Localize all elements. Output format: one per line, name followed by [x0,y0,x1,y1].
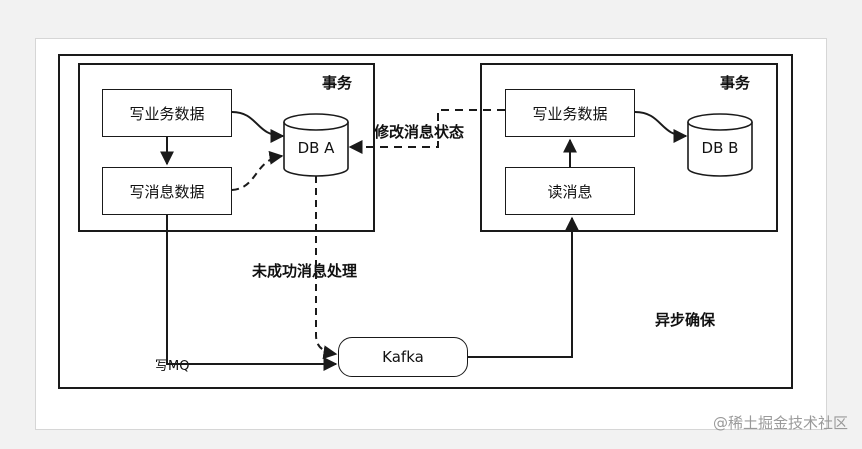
edge-business-to-db-a [231,111,285,143]
db-b-label: DB B [701,139,739,157]
unsuccessful-message-handling-label: 未成功消息处理 [252,262,358,280]
edge-write-mq [166,215,338,371]
edge-message-to-db-a [231,150,284,191]
async-guarantee-label: 异步确保 [655,311,716,329]
db-b-cylinder [687,113,753,177]
transaction-right-title: 事务 [720,74,751,92]
edge-kafka-to-read [468,216,579,358]
transaction-left-title: 事务 [322,74,353,92]
watermark: @稀土掘金技术社区 [712,414,848,432]
modify-message-status-label: 修改消息状态 [374,123,465,141]
write-mq-label: 写MQ [155,359,190,374]
edge-db-a-to-kafka [315,176,338,360]
write-business-data-right-node: 写业务数据 [505,89,635,137]
transaction-right-box [480,63,778,232]
write-message-data-node: 写消息数据 [102,167,232,215]
edge-business-to-db-b [634,111,688,143]
db-a-label: DB A [297,139,335,157]
read-message-node: 读消息 [505,167,635,215]
async-guarantee-boundary [58,54,793,389]
kafka-node: Kafka [338,337,468,377]
edge-modify-status [348,109,505,154]
write-business-data-left-node: 写业务数据 [102,89,232,137]
